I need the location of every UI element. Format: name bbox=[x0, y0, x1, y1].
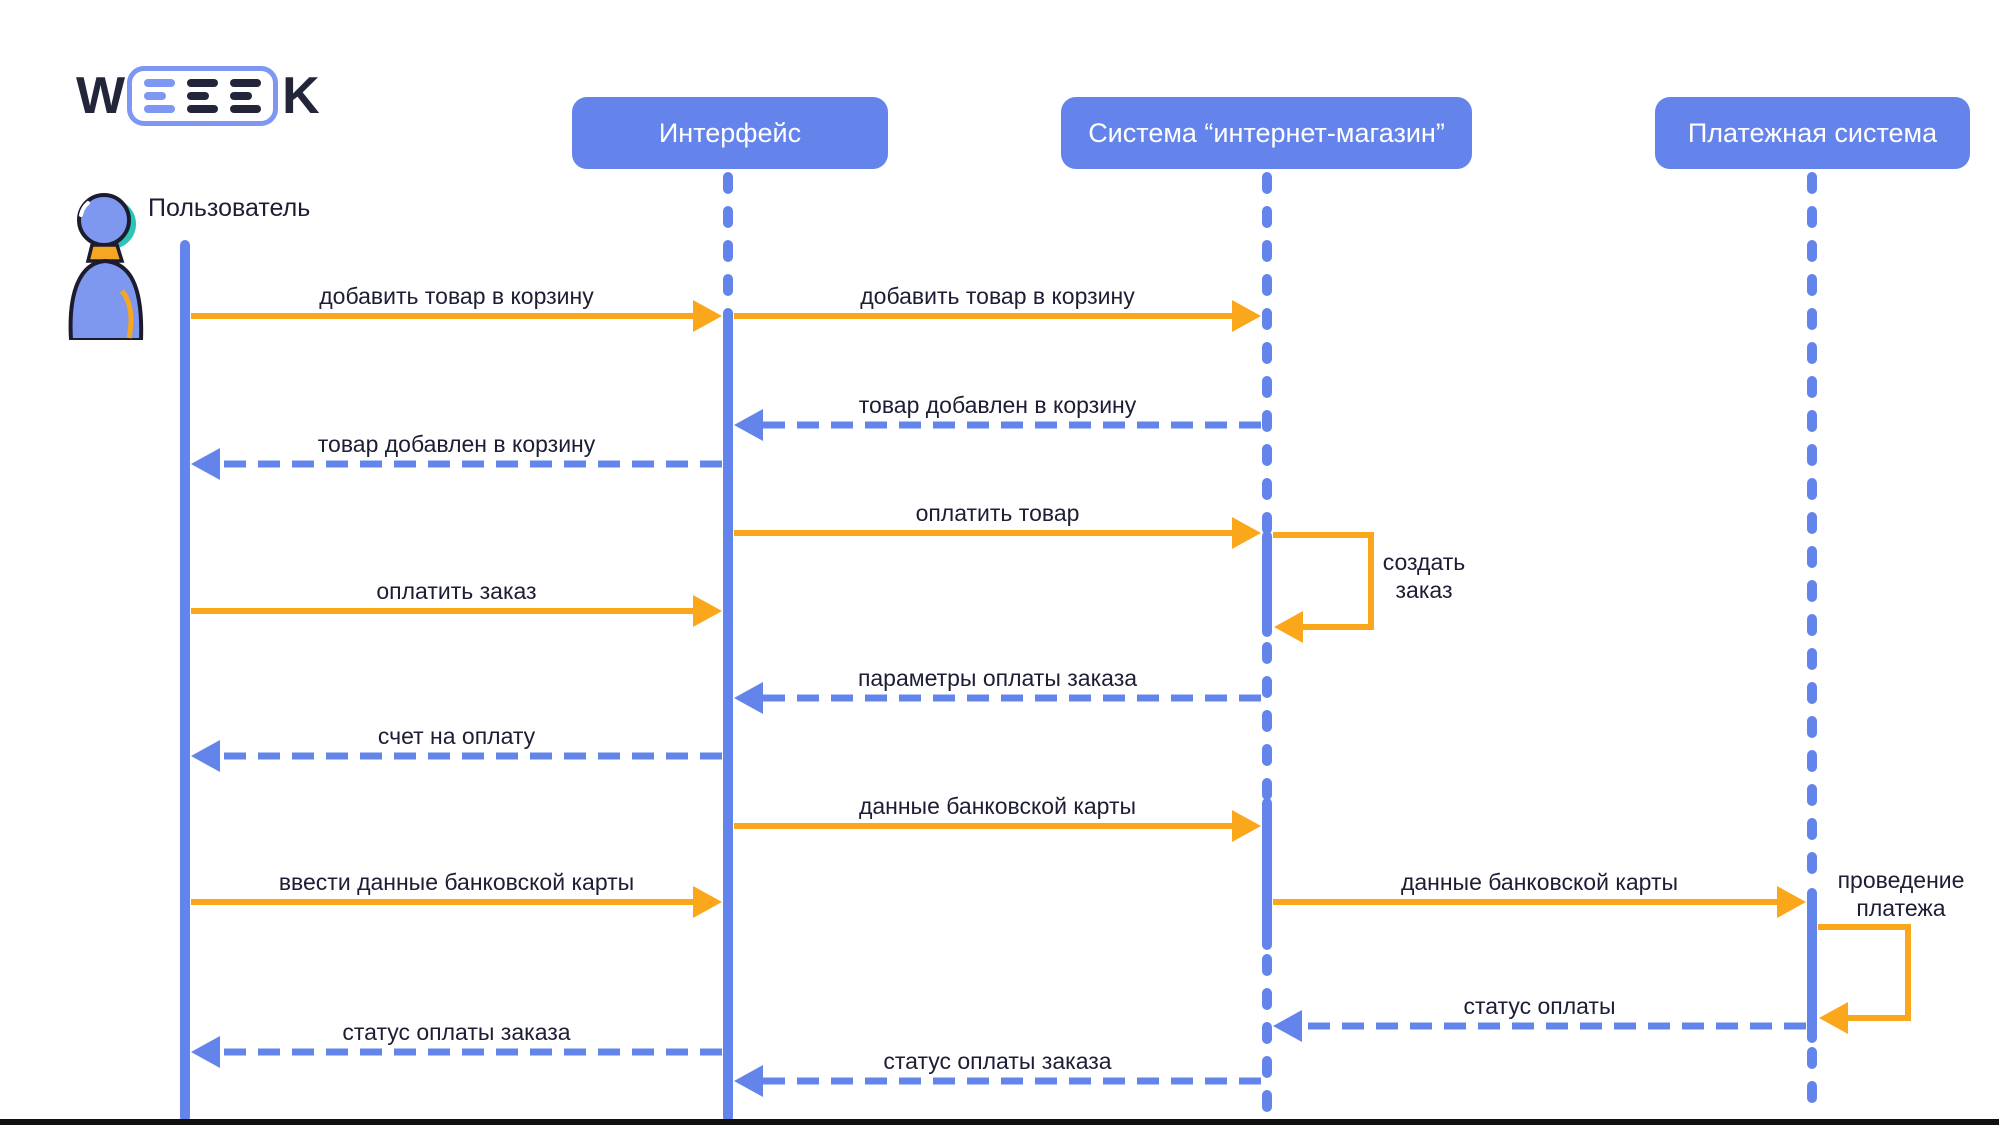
message-label: товар добавлен в корзину bbox=[858, 392, 1137, 418]
message-arrowhead bbox=[191, 448, 220, 480]
user-icon bbox=[68, 193, 144, 340]
message-arrowhead bbox=[734, 409, 763, 441]
message-arrowhead bbox=[693, 886, 722, 918]
message-arrowhead bbox=[191, 740, 220, 772]
logo-xi-icon bbox=[144, 79, 176, 113]
message-label: ввести данные банковской карты bbox=[278, 869, 635, 895]
message-label: товар добавлен в корзину bbox=[317, 431, 596, 457]
message-arrowhead bbox=[734, 1065, 763, 1097]
lifeline-header-payment: Платежная система bbox=[1655, 97, 1970, 169]
self-loop-label-create-order: создать заказ bbox=[1382, 549, 1466, 603]
message-arrowhead bbox=[1777, 886, 1806, 918]
message-label: счет на оплату bbox=[377, 723, 536, 749]
message-label: данные банковской карты bbox=[1400, 869, 1679, 895]
message-label: добавить товар в корзину bbox=[860, 283, 1135, 309]
logo-letter-k: K bbox=[282, 67, 320, 125]
logo-letter-w: W bbox=[76, 67, 125, 125]
actor-label: Пользователь bbox=[148, 194, 311, 222]
self-loop-create-order bbox=[1273, 532, 1374, 630]
message-label: оплатить заказ bbox=[376, 578, 537, 604]
message-arrowhead bbox=[693, 300, 722, 332]
message-arrowhead bbox=[1232, 517, 1261, 549]
message-label: параметры оплаты заказа bbox=[857, 665, 1138, 691]
message-label: статус оплаты заказа bbox=[883, 1048, 1112, 1074]
message-arrowhead bbox=[1273, 1010, 1302, 1042]
logo-xi-icon bbox=[230, 79, 262, 113]
self-loop-label-process-payment: проведение платежа bbox=[1837, 867, 1965, 921]
message-arrowhead bbox=[1232, 300, 1261, 332]
message-label: оплатить товар bbox=[915, 500, 1080, 526]
message-arrowhead bbox=[191, 1036, 220, 1068]
self-loop-process-payment bbox=[1818, 924, 1911, 1021]
message-arrowhead bbox=[693, 595, 722, 627]
self-loop-arrowhead bbox=[1274, 611, 1303, 643]
weeek-logo: W K bbox=[76, 66, 320, 126]
message-arrowhead bbox=[734, 682, 763, 714]
self-loop-arrowhead bbox=[1819, 1002, 1848, 1034]
logo-box bbox=[127, 66, 279, 126]
message-label: данные банковской карты bbox=[858, 793, 1137, 819]
message-label: статус оплаты заказа bbox=[342, 1019, 571, 1045]
lifeline-header-interface: Интерфейс bbox=[572, 97, 888, 169]
lifeline-header-system: Система “интернет-магазин” bbox=[1061, 97, 1472, 169]
message-arrowhead bbox=[1232, 810, 1261, 842]
bottom-edge-bar bbox=[0, 1119, 1999, 1125]
logo-xi-icon bbox=[187, 79, 219, 113]
message-label: статус оплаты bbox=[1463, 993, 1616, 1019]
message-label: добавить товар в корзину bbox=[319, 283, 594, 309]
